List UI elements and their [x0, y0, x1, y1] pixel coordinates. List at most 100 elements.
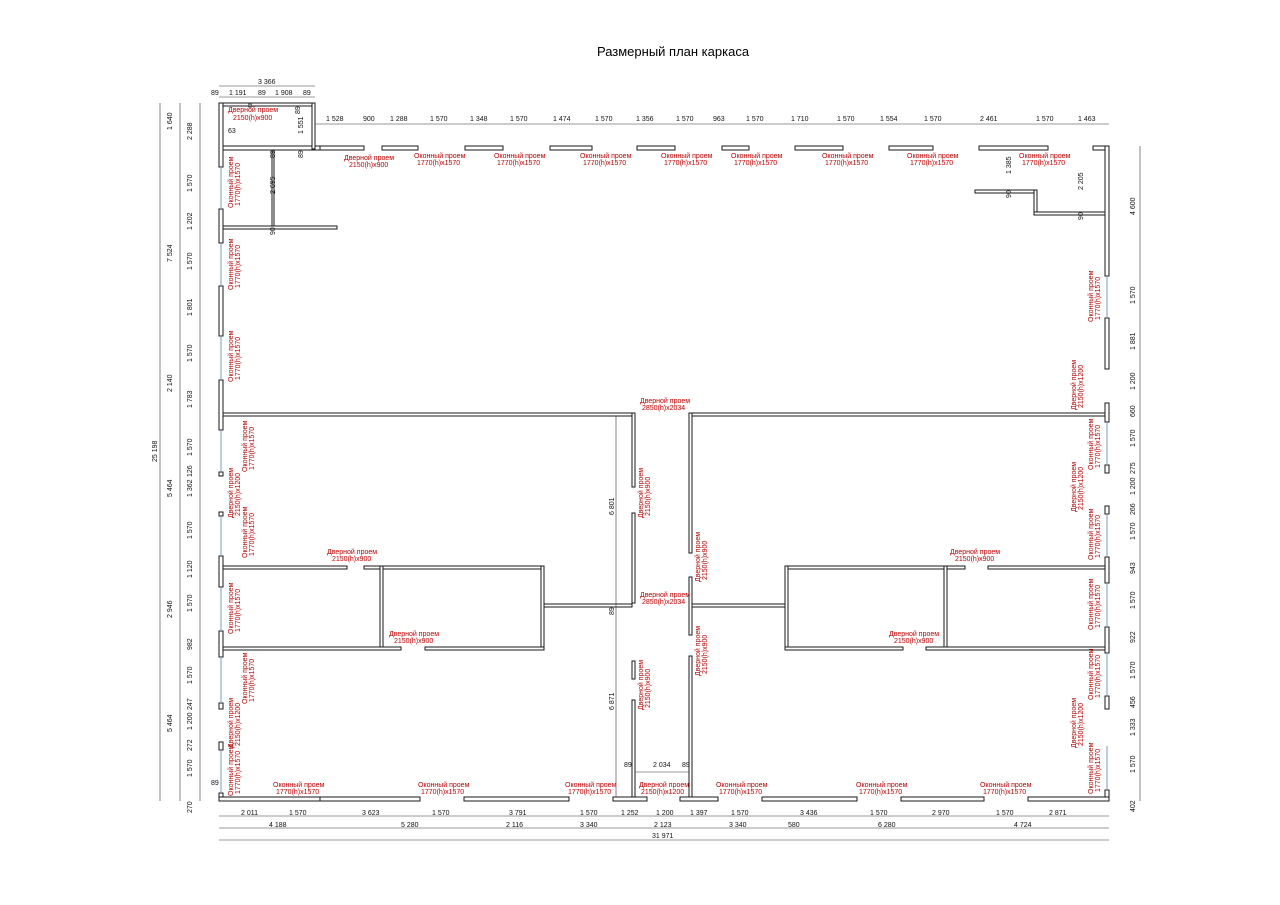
dim-right-6: 275	[1130, 462, 1137, 474]
label-right-win3-1: Оконный проем	[1087, 508, 1095, 560]
wall-right-5	[1104, 505, 1110, 515]
dim-bottom1-14: 2 871	[1049, 810, 1067, 817]
dim-top-4: 1 348	[470, 116, 488, 123]
dim-top-12: 1 710	[791, 116, 809, 123]
label-left-win2-1: Оконный проем	[227, 238, 235, 290]
dim-right-upper-3: 90	[1078, 212, 1085, 220]
label-bottom-win3-1: Оконный проем	[565, 781, 617, 789]
wall-left-7	[218, 555, 224, 588]
label-lroom-door1-1: Дверной проем	[327, 548, 377, 556]
dim-center-3: 89	[624, 762, 632, 769]
label-top-win1-1: Оконный проем	[414, 152, 466, 160]
dimension-text: 3 366 89 1 191 89 1 908 89 1 528 900 1 2…	[152, 79, 1137, 840]
dim-top-5: 1 570	[510, 116, 528, 123]
label-bottom-win5-1: Оконный проем	[856, 781, 908, 789]
dim-top-10: 963	[713, 116, 725, 123]
label-top-win5-2: 1770(h)x1570	[734, 160, 777, 167]
wall-left-9	[218, 702, 224, 710]
label-top-win2-1: Оконный проем	[494, 152, 546, 160]
label-left-win5-1: Оконный проем	[241, 506, 249, 558]
wall-mid-left	[222, 412, 636, 417]
label-door-annex-2: 2150(h)x900	[233, 115, 272, 122]
label-left-door1-1: Дверной проем	[227, 468, 235, 518]
label-top-win8-2: 1770(h)x1570	[1022, 160, 1065, 167]
label-right-win5-2: 1770(h)x1570	[1095, 655, 1102, 698]
label-top-win1-2: 1770(h)x1570	[417, 160, 460, 167]
label-top-door-2: 2150(h)x900	[349, 162, 388, 169]
wall-lroom-div	[379, 565, 384, 649]
dim-top-16: 2 461	[980, 116, 998, 123]
dim-right-7: 1 200	[1130, 477, 1137, 495]
label-center-vdoor1-1: Дверной проем	[637, 468, 645, 518]
dim-left-inner-3: 1 202	[187, 212, 194, 230]
label-bottom-win6-1: Оконный проем	[980, 781, 1032, 789]
dim-bottom1-2: 3 623	[362, 810, 380, 817]
wall-rroom-corridor	[691, 603, 786, 608]
dim-center-1: 89	[609, 607, 616, 615]
label-lroom-door2-1: Дверной проем	[389, 630, 439, 638]
label-left-win2-2: 1770(h)x1570	[235, 245, 242, 288]
dim-bottom1-12: 2 970	[932, 810, 950, 817]
wall-top-6	[721, 145, 750, 151]
wall-center-right-3	[688, 655, 693, 798]
dim-left-inner-12: 1 120	[187, 560, 194, 578]
dim-right-9: 1 570	[1130, 522, 1137, 540]
label-top-win4-1: Оконный проем	[661, 152, 713, 160]
wall-top-4	[549, 145, 593, 151]
dim-bottom1-13: 1 570	[996, 810, 1014, 817]
wall-rroom-bottom-2	[925, 646, 1106, 651]
wall-left-5	[218, 471, 224, 477]
wall-bottom-5	[679, 796, 719, 802]
dim-left-inner-2: 1 570	[187, 174, 194, 192]
dim-left-outer-4: 2 946	[167, 600, 174, 618]
label-bottom-door-2: 2150(h)x1200	[641, 789, 684, 796]
label-bottom-win4-1: Оконный проем	[716, 781, 768, 789]
wall-bottom-8	[1027, 796, 1110, 802]
dim-bottom2-3: 3 340	[580, 822, 598, 829]
label-left-door1-2: 2150(h)x1200	[235, 473, 242, 516]
wall-right-2	[1104, 317, 1110, 370]
wall-bottom-7	[900, 796, 985, 802]
dim-top-15: 1 570	[924, 116, 942, 123]
dim-left-inner-18: 272	[187, 739, 194, 751]
label-left-win6-1: Оконный проем	[227, 582, 235, 634]
label-top-win7-2: 1770(h)x1570	[910, 160, 953, 167]
plan-title: Размерный план каркаса	[596, 44, 750, 59]
dim-bottom1-4: 3 791	[509, 810, 527, 817]
dim-left-inner-0: 1 640	[167, 112, 174, 130]
dim-bottom1-10: 3 436	[800, 810, 818, 817]
label-right-win5-1: Оконный проем	[1087, 648, 1095, 700]
wall-bottom-4	[612, 796, 648, 802]
wall-top-annex	[218, 145, 321, 151]
dim-top-7: 1 570	[595, 116, 613, 123]
dim-right-10: 943	[1130, 562, 1137, 574]
label-rroom-door2-2: 2150(h)x900	[894, 638, 933, 645]
dim-top-11: 1 570	[746, 116, 764, 123]
dim-annex-a: 89	[211, 90, 219, 97]
dim-left-inner-4: 1 570	[187, 252, 194, 270]
dim-top-2: 1 288	[390, 116, 408, 123]
label-left-win6-2: 1770(h)x1570	[235, 589, 242, 632]
dim-left-inner-9: 126	[187, 465, 194, 477]
wall-lroom-top-2	[363, 565, 545, 570]
wall-lroom-bottom-2	[424, 646, 545, 651]
dim-left-inner-13: 1 570	[187, 594, 194, 612]
wall-right-7	[1104, 626, 1110, 654]
dim-top-18: 1 463	[1078, 116, 1096, 123]
label-bottom-win4-2: 1770(h)x1570	[719, 789, 762, 796]
label-left-win4-2: 1770(h)x1570	[249, 427, 256, 470]
wall-top-8	[888, 145, 934, 151]
wall-rroom-div	[943, 565, 948, 649]
wall-center-left-4	[631, 699, 636, 798]
dim-annex-b: 1 191	[229, 90, 247, 97]
dim-left-inner-14: 982	[187, 638, 194, 650]
dim-left-inner-15: 1 570	[187, 666, 194, 684]
label-right-win1-1: Оконный проем	[1087, 270, 1095, 322]
label-left-win7-2: 1770(h)x1570	[249, 659, 256, 702]
dim-left-inner-16: 247	[187, 698, 194, 710]
dim-bottom2-4: 2 123	[654, 822, 672, 829]
dim-bottom2-5: 3 340	[729, 822, 747, 829]
label-lroom-door1-2: 2150(h)x900	[332, 556, 371, 563]
label-right-win6-1: Оконный проем	[1087, 742, 1095, 794]
dim-right-16: 1 570	[1130, 755, 1137, 773]
